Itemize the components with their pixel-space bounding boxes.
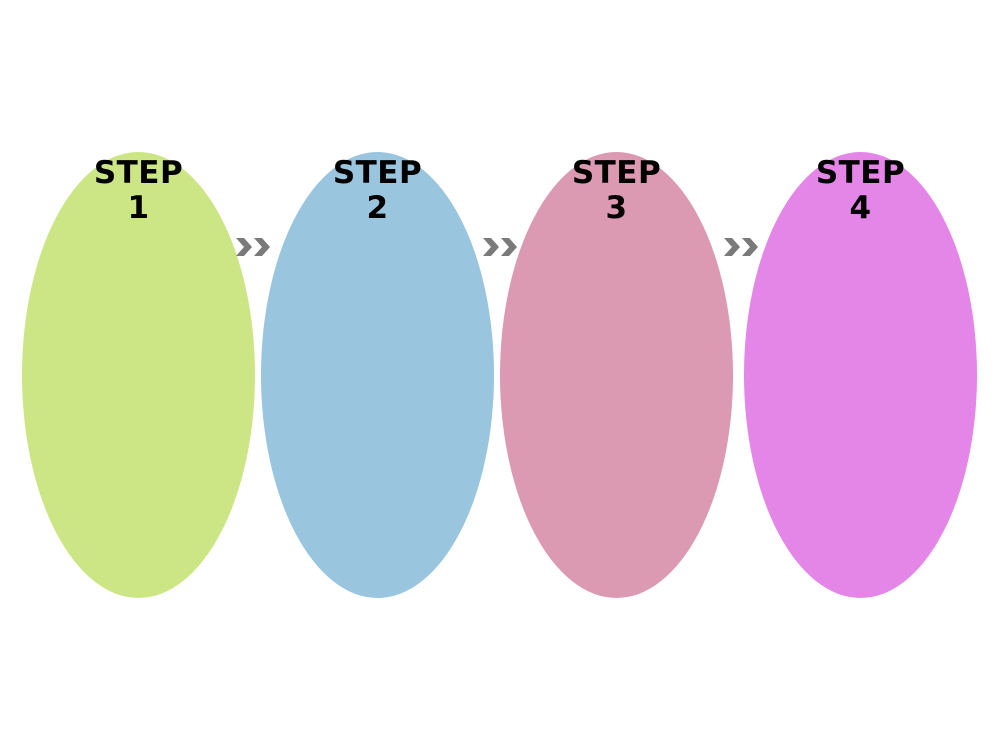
step-1-oval — [22, 152, 255, 598]
step-1-title: STEP — [93, 155, 184, 191]
double-chevron-right-icon — [481, 236, 523, 258]
step-2-oval — [261, 152, 494, 598]
step-2-title: STEP — [332, 155, 423, 191]
step-2-label: STEP 2 — [261, 156, 494, 226]
step-4-label: STEP 4 — [744, 156, 977, 226]
step-3-label: STEP 3 — [500, 156, 733, 226]
double-chevron-right-icon — [234, 236, 276, 258]
step-3-title: STEP — [571, 155, 662, 191]
step-4-title: STEP — [815, 155, 906, 191]
step-4-oval — [744, 152, 977, 598]
step-2-number: 2 — [366, 190, 389, 226]
step-4-number: 4 — [849, 190, 872, 226]
step-3-oval — [500, 152, 733, 598]
step-3-number: 3 — [605, 190, 628, 226]
double-chevron-right-icon — [722, 236, 764, 258]
step-1-number: 1 — [127, 190, 150, 226]
step-1-label: STEP 1 — [22, 156, 255, 226]
